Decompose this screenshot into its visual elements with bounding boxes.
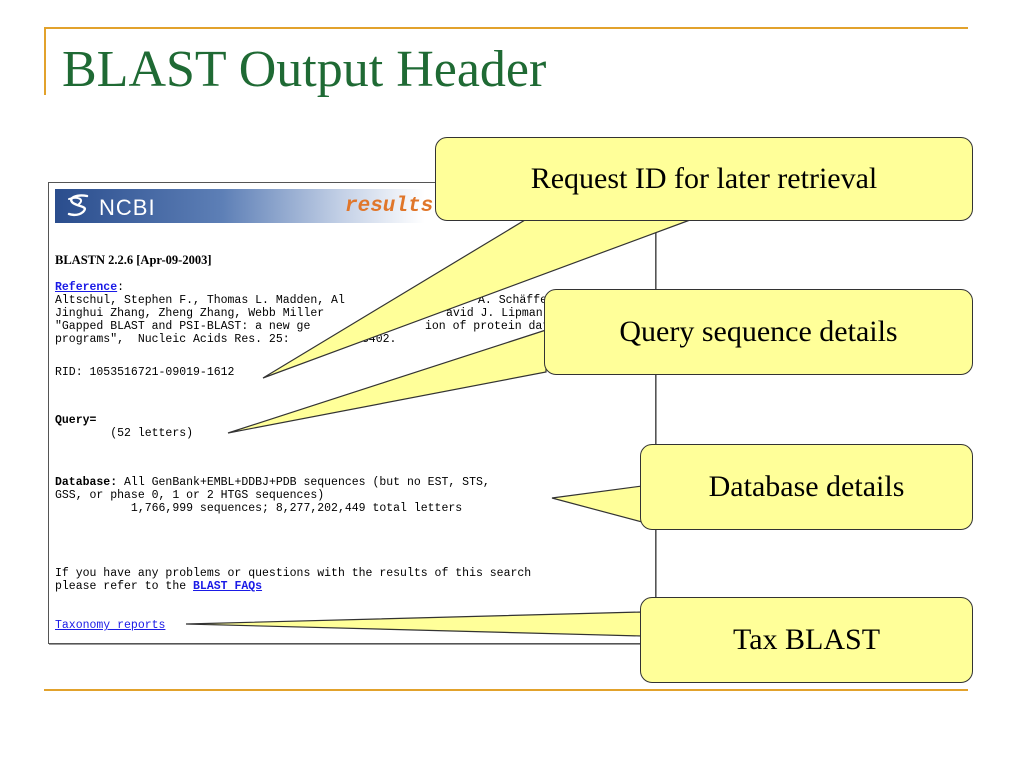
query-label: Query=	[55, 414, 97, 427]
top-rule	[44, 27, 968, 29]
bottom-rule	[44, 689, 968, 691]
reference-line-3-text: "Gapped BLAST and PSI-BLAST: a new ge	[55, 320, 311, 333]
callout-tax-blast: Tax BLAST	[640, 597, 973, 683]
rid-line: RID: 1053516721-09019-1612	[55, 366, 235, 379]
reference-heading: Reference:	[55, 281, 124, 294]
ncbi-helix-icon	[67, 194, 89, 217]
callout-request-id: Request ID for later retrieval	[435, 137, 973, 221]
slide-title: BLAST Output Header	[62, 41, 547, 98]
reference-link[interactable]: Reference	[55, 281, 118, 294]
database-pointer	[551, 485, 643, 523]
database-line-1-text: All GenBank+EMBL+DDBJ+PDB sequences (but…	[117, 476, 490, 489]
blast-faqs-link[interactable]: BLAST FAQs	[193, 580, 263, 593]
database-line-3: 1,766,999 sequences; 8,277,202,449 total…	[55, 502, 463, 515]
blast-version: BLASTN 2.2.6 [Apr-09-2003]	[55, 253, 212, 267]
reference-line-4-text: programs", Nucleic Acids Res. 25:	[55, 333, 290, 346]
help-line-2-prefix: please refer to the	[55, 580, 194, 593]
query-letters: (52 letters)	[55, 427, 194, 440]
left-rule	[44, 27, 46, 95]
database-line-1: Database: All GenBank+EMBL+DDBJ+PDB sequ…	[55, 476, 490, 489]
reference-line-2-text: Jinghui Zhang, Zheng Zhang, Webb Miller	[55, 307, 325, 320]
query-pointer	[227, 329, 547, 434]
taxonomy-line: Taxonomy reports	[55, 619, 165, 632]
reference-line-1-text: Altschul, Stephen F., Thomas L. Madden, …	[55, 294, 345, 307]
database-line-2: GSS, or phase 0, 1 or 2 HTGS sequences)	[55, 489, 325, 502]
reference-line-3: "Gapped BLAST and PSI-BLAST: a new ge	[55, 320, 310, 333]
help-line-2: please refer to the BLAST FAQs	[55, 580, 262, 593]
callout-query: Query sequence details	[544, 289, 973, 375]
reference-line-2: Jinghui Zhang, Zheng Zhang, Webb Miller	[55, 307, 324, 320]
database-label: Database:	[55, 476, 118, 489]
reference-line-4: programs", Nucleic Acids Res. 25:	[55, 333, 290, 346]
ncbi-logo: NCBI	[99, 195, 156, 220]
help-line-1: If you have any problems or questions wi…	[55, 567, 532, 580]
callout-database: Database details	[640, 444, 973, 530]
reference-line-1: Altschul, Stephen F., Thomas L. Madden, …	[55, 294, 345, 307]
reference-colon: :	[117, 281, 125, 294]
tax-pointer	[185, 611, 643, 637]
taxonomy-reports-link[interactable]: Taxonomy reports	[55, 619, 166, 632]
